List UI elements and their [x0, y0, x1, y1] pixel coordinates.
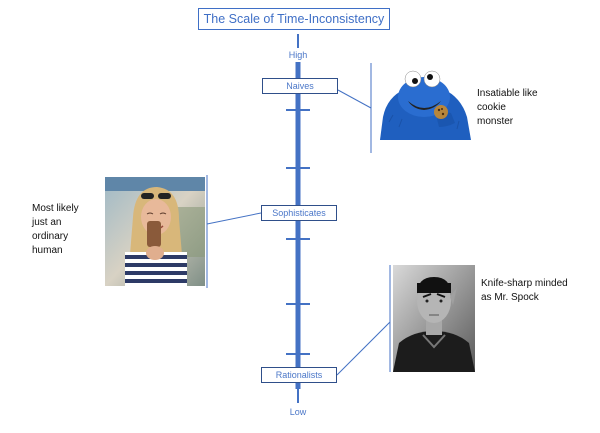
rationalists-note: Knife-sharp minded as Mr. Spock	[481, 278, 568, 303]
naives-image	[375, 67, 473, 140]
diagram-title: The Scale of Time-Inconsistency	[198, 8, 390, 30]
naives-connector	[337, 89, 372, 109]
axis-high-label: High	[288, 50, 308, 60]
level-rationalists: Rationalists	[261, 367, 337, 383]
sophisticates-connector	[206, 212, 262, 225]
level-naives: Naives	[262, 78, 338, 94]
level-sophisticates: Sophisticates	[261, 205, 337, 221]
rationalists-image	[393, 265, 475, 372]
axis-low-label: Low	[289, 407, 307, 417]
naives-note: Insatiable like cookie monster	[477, 88, 538, 127]
rationalists-connector	[336, 321, 391, 376]
sophisticates-note: Most likely just an ordinary human	[32, 203, 79, 256]
sophisticates-image	[105, 177, 205, 286]
